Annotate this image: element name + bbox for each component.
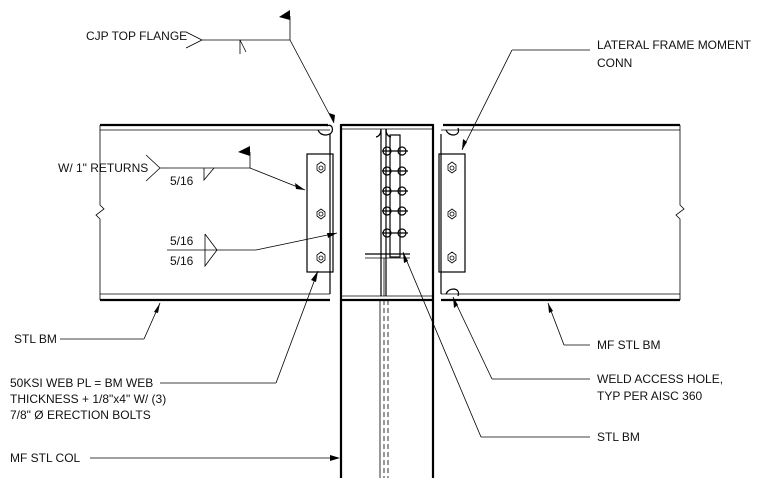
label-lateral-frame-line2: CONN	[597, 56, 632, 70]
label-weld-516-c: 5/16	[170, 254, 194, 268]
cjp-weld-symbol	[185, 10, 335, 124]
tab-bolts	[382, 146, 408, 238]
fillet-weld-symbol	[167, 232, 338, 268]
returns-weld-symbol	[145, 146, 306, 191]
stl-bm-bottom-leader	[402, 251, 590, 438]
label-weld-access-line1: WELD ACCESS HOLE,	[597, 372, 723, 386]
label-weld-access-line2: TYP PER AISC 360	[597, 389, 702, 403]
weld-access-leader	[452, 296, 590, 380]
label-web-plate-line1: 50KSI WEB PL = BM WEB	[10, 376, 153, 390]
stl-bm-left-leader	[60, 302, 161, 340]
label-stl-bm-bottom: STL BM	[597, 430, 640, 444]
label-mf-stl-bm: MF STL BM	[597, 338, 661, 352]
label-weld-516-b: 5/16	[170, 234, 194, 248]
right-beam	[440, 123, 685, 302]
mf-stl-col-leader	[90, 455, 340, 461]
web-plate-leader	[160, 270, 319, 384]
label-web-plate-line3: 7/8" Ø ERECTION BOLTS	[10, 408, 151, 422]
mf-stl-bm-leader	[547, 302, 590, 346]
label-returns: W/ 1" RETURNS	[58, 161, 148, 175]
label-mf-stl-col: MF STL COL	[10, 451, 81, 465]
lateral-frame-leader	[461, 49, 590, 151]
label-web-plate-line2: THICKNESS + 1/8"x4" W/ (3)	[10, 392, 166, 406]
label-cjp-top-flange: CJP TOP FLANGE	[86, 29, 187, 43]
right-web-plate	[438, 153, 466, 273]
label-lateral-frame-line1: LATERAL FRAME MOMENT	[597, 38, 752, 52]
left-web-plate	[306, 153, 334, 273]
column	[339, 123, 435, 478]
label-stl-bm-left: STL BM	[14, 332, 57, 346]
left-beam	[95, 123, 333, 302]
label-weld-516-a: 5/16	[170, 174, 194, 188]
